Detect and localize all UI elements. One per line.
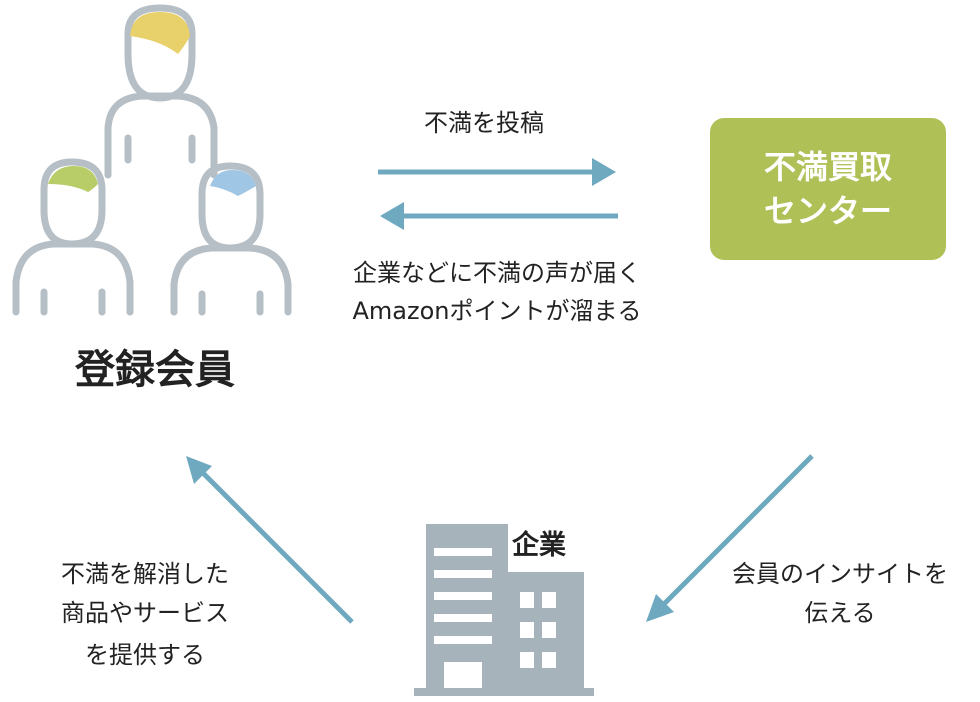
insight-label-line2: 伝える <box>804 599 876 627</box>
provide-label-line2: 商品やサービス <box>61 599 229 627</box>
hair-right-icon <box>210 170 256 196</box>
arrow-provide-up <box>186 456 354 624</box>
person-top-icon <box>104 4 218 179</box>
return-label-line2: Amazonポイントが溜まる <box>352 297 642 325</box>
provide-label-line3: を提供する <box>85 641 205 669</box>
insight-label-line1: 会員のインサイトを <box>732 560 948 588</box>
person-right-icon <box>170 162 292 316</box>
center-box-line1: 不満買取 <box>763 148 892 186</box>
arrow-return-left <box>380 202 618 230</box>
hair-left-icon <box>48 166 98 192</box>
company-label: 企業 <box>512 530 566 561</box>
center-box-line2: センター <box>763 192 892 230</box>
provide-label-line1: 不満を解消した <box>61 560 229 588</box>
post-label: 不満を投稿 <box>424 109 544 137</box>
return-label-line1: 企業などに不満の声が届く <box>353 259 641 287</box>
person-left-icon <box>12 158 134 316</box>
members-title: 登録会員 <box>75 347 235 393</box>
arrow-post-right <box>378 158 616 186</box>
arrow-insight-down <box>646 454 814 622</box>
hair-top-icon <box>130 12 190 54</box>
complaint-buying-center-box: 不満買取 センター <box>710 118 946 260</box>
